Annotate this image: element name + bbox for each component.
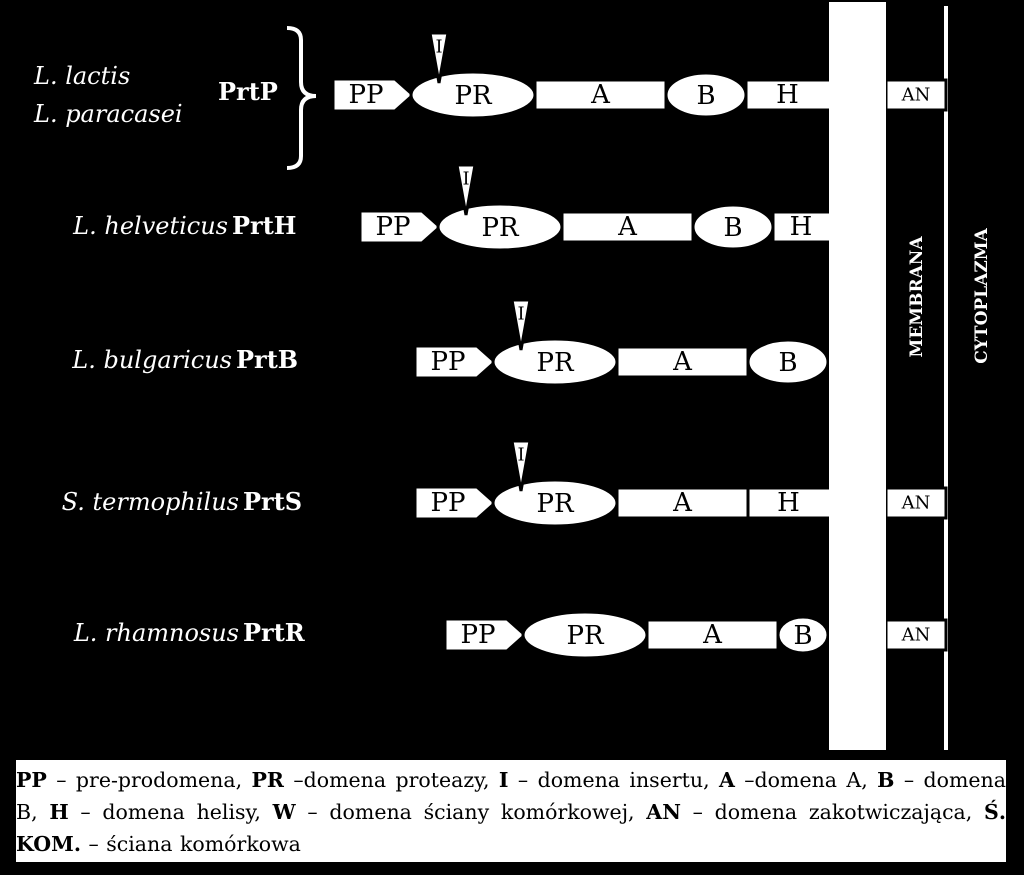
- organism-name: L. rhamnosus: [73, 619, 239, 647]
- domain-row-1: PP PR I A B H: [358, 163, 839, 252]
- row-label-1: L. helveticus PrtH: [72, 211, 296, 240]
- domain-label: PR: [454, 81, 492, 111]
- organism-name: S. termophilus: [62, 488, 239, 516]
- legend-term: PP: [16, 768, 47, 792]
- legend-description: – ściana komórkowa: [80, 832, 301, 856]
- protein-name: PrtH: [232, 211, 296, 240]
- domain-row-3: PP PR I A H AN: [413, 439, 948, 528]
- organism-name: L. bulgaricus: [71, 346, 232, 374]
- domain-label: A: [617, 212, 638, 242]
- insert-domain-marker: [510, 439, 532, 492]
- legend-term: B: [877, 768, 895, 792]
- legend-description: – domena ściany komórkowej,: [295, 800, 647, 824]
- insert-domain-marker: [455, 163, 477, 216]
- domain-pp: [413, 344, 498, 380]
- domain-h: [771, 210, 839, 244]
- domain-label: PP: [376, 212, 411, 242]
- domain-label: PR: [536, 489, 574, 519]
- domain-b: [776, 615, 830, 655]
- domain-label: B: [778, 348, 797, 378]
- protein-name: PrtB: [236, 345, 298, 374]
- protein-name: PrtS: [243, 487, 302, 516]
- legend-term: A: [719, 768, 735, 792]
- domain-label: AN: [901, 85, 931, 106]
- domain-label: H: [777, 488, 800, 518]
- protein-name: PrtP: [218, 77, 278, 106]
- domain-row-0: PP PR I A B H AN: [331, 31, 948, 120]
- domain-label: PP: [461, 620, 496, 650]
- row-label-2: L. bulgaricus PrtB: [71, 345, 298, 374]
- protein-name: PrtR: [243, 618, 306, 647]
- domain-label: AN: [901, 493, 931, 514]
- legend-term: W: [272, 800, 296, 824]
- legend-term: Ś. KOM.: [16, 800, 1006, 856]
- legend-description: – domena B,: [16, 768, 1006, 824]
- insert-label: I: [517, 445, 524, 466]
- insert-domain-marker: [428, 31, 450, 84]
- insert-label: I: [462, 169, 469, 190]
- row-label-0: L. lactis L. paracasei PrtP: [33, 62, 278, 128]
- legend-caption: PP – pre-prodomena, PR –domena proteazy,…: [16, 760, 1006, 862]
- row-label-3: S. termophilus PrtS: [62, 487, 302, 516]
- domain-label: B: [723, 213, 742, 243]
- domain-a: [533, 78, 668, 112]
- domain-a: [645, 618, 780, 652]
- domain-label: A: [672, 347, 693, 377]
- domains-layer: PP PR I A B H AN PP PR I A B H PP PR I A B PP PR I A H AN PP PR A B…: [331, 31, 948, 660]
- domain-label: PP: [349, 80, 384, 110]
- domain-pp: [331, 77, 416, 113]
- cytoplasm-label: CYTOPLAZMA: [972, 227, 992, 363]
- membrane-label: MEMBRANA: [907, 236, 927, 358]
- domain-pp: [413, 485, 498, 521]
- domain-label: PR: [536, 348, 574, 378]
- legend-term: PR: [251, 768, 284, 792]
- domain-label: A: [590, 80, 611, 110]
- organism-name: L. lactis: [33, 62, 130, 90]
- insert-label: I: [517, 304, 524, 325]
- domain-label: PR: [566, 621, 604, 651]
- domain-h: [744, 78, 839, 112]
- domain-b: [746, 338, 830, 386]
- domain-label: B: [696, 81, 715, 111]
- domain-pp: [358, 209, 443, 245]
- domain-row-4: PP PR A B AN: [443, 610, 948, 660]
- legend-term: AN: [646, 800, 681, 824]
- domain-an: [884, 486, 948, 520]
- legend-description: – domena zakotwiczająca,: [680, 800, 985, 824]
- organism-name: L. helveticus: [72, 212, 228, 240]
- protein-domain-diagram: CYTOPLAZMA L. lactis L. paracasei PrtP L…: [33, 2, 992, 750]
- domain-row-2: PP PR I A B: [413, 298, 830, 387]
- legend-description: – pre-prodomena,: [46, 768, 252, 792]
- domain-label: PR: [481, 213, 519, 243]
- organism-name: L. paracasei: [33, 100, 183, 128]
- legend-description: –domena A,: [734, 768, 878, 792]
- legend-term: H: [49, 800, 69, 824]
- domain-label: A: [672, 488, 693, 518]
- legend-description: –domena proteazy,: [283, 768, 499, 792]
- legend-description: – domena helisy,: [68, 800, 273, 824]
- domain-pp: [443, 617, 528, 653]
- domain-h: [746, 486, 839, 520]
- domain-label: AN: [901, 625, 931, 646]
- insert-label: I: [435, 37, 442, 58]
- domain-label: B: [793, 621, 812, 651]
- domain-label: PP: [431, 488, 466, 518]
- domain-label: H: [790, 212, 813, 242]
- row-label-4: L. rhamnosus PrtR: [73, 618, 306, 647]
- organism-brace: [286, 26, 317, 170]
- domain-label: H: [776, 80, 799, 110]
- domain-label: A: [702, 620, 723, 650]
- insert-domain-marker: [510, 298, 532, 351]
- domain-a: [615, 486, 750, 520]
- cell-wall-bar: [829, 2, 886, 750]
- domain-a: [615, 345, 750, 379]
- legend-term: I: [498, 768, 509, 792]
- domain-a: [560, 210, 695, 244]
- legend-description: – domena insertu,: [508, 768, 719, 792]
- domain-label: PP: [431, 347, 466, 377]
